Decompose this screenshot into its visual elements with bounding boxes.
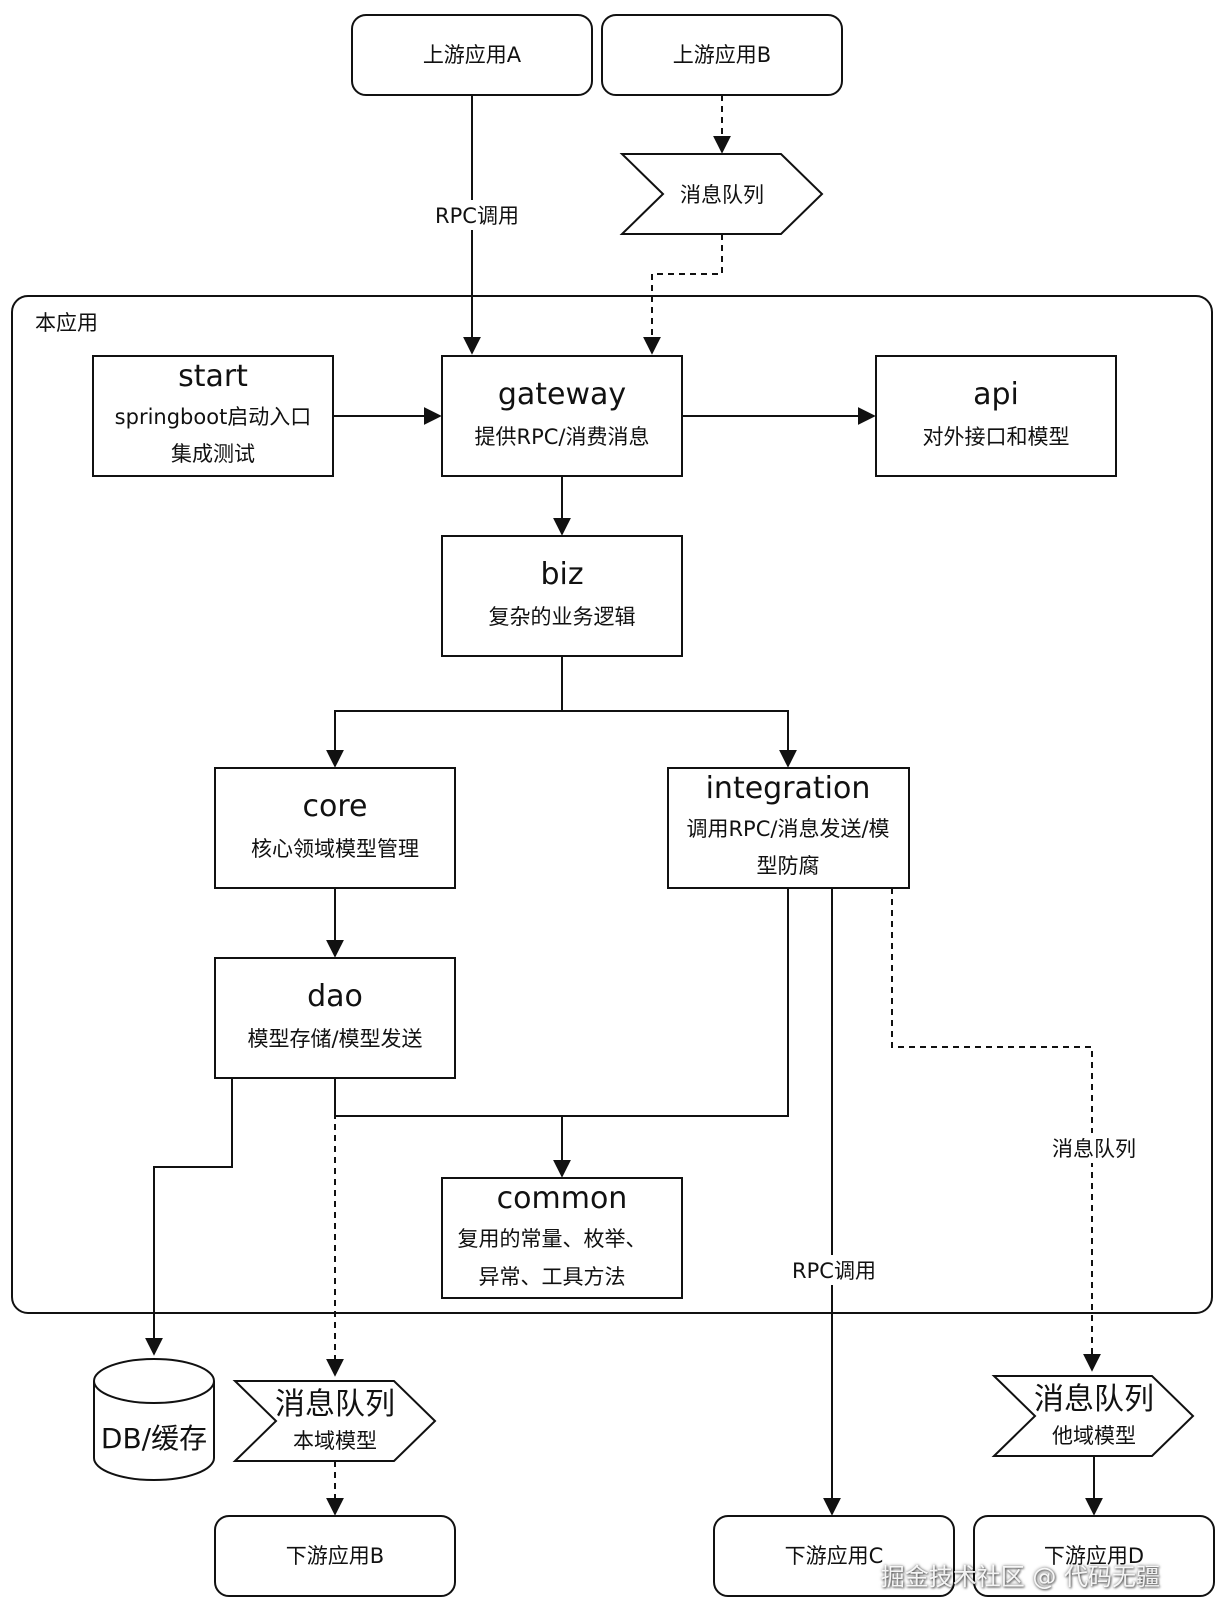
mq-other: 消息队列 他域模型	[991, 1375, 1195, 1457]
edge-label-mq-out: 消息队列	[1052, 1137, 1136, 1161]
upstream-app-a-label: 上游应用A	[423, 43, 522, 67]
module-integration-title: integration	[706, 771, 871, 806]
edge-label-rpc-out: RPC调用	[792, 1259, 876, 1283]
edge-dao-to-common	[334, 1078, 571, 1178]
module-common-line-2: 异常、工具方法	[479, 1265, 626, 1289]
module-common: common 复用的常量、枚举、 异常、工具方法	[441, 1177, 683, 1299]
watermark: 掘金技术社区 @ 代码无疆	[880, 1563, 1160, 1591]
app-container	[11, 295, 1213, 1314]
module-start-line-2: 集成测试	[171, 442, 255, 466]
downstream-app-d-label: 下游应用D	[1044, 1544, 1144, 1568]
downstream-app-d: 下游应用D	[973, 1515, 1215, 1597]
module-start: start springboot启动入口 集成测试	[92, 355, 334, 477]
module-biz-title: biz	[540, 557, 583, 592]
edge-label-rpc-in: RPC调用	[435, 204, 519, 228]
upstream-app-b-label: 上游应用B	[673, 43, 771, 67]
module-api: api 对外接口和模型	[875, 355, 1117, 477]
module-common-title: common	[497, 1181, 628, 1216]
mq-local-title: 消息队列	[275, 1387, 395, 1422]
upstream-app-b: 上游应用B	[601, 14, 843, 96]
upstream-app-a: 上游应用A	[351, 14, 593, 96]
edge-dao-to-db	[145, 1078, 233, 1356]
mq-top-label: 消息队列	[680, 183, 764, 207]
module-biz: biz 复杂的业务逻辑	[441, 535, 683, 657]
module-api-title: api	[973, 377, 1019, 412]
module-gateway: gateway 提供RPC/消费消息	[441, 355, 683, 477]
db-cache-label: DB/缓存	[101, 1422, 207, 1455]
module-gateway-line-1: 提供RPC/消费消息	[475, 425, 650, 449]
module-start-title: start	[178, 359, 248, 394]
downstream-app-c: 下游应用C	[713, 1515, 955, 1597]
module-biz-line-1: 复杂的业务逻辑	[489, 605, 636, 629]
mq-local: 消息队列 本域模型	[232, 1380, 437, 1462]
mq-other-title: 消息队列	[1034, 1382, 1154, 1417]
module-dao: dao 模型存储/模型发送	[214, 957, 456, 1079]
edge-mq-to-gateway	[643, 234, 723, 355]
module-start-line-1: springboot启动入口	[115, 405, 312, 429]
module-dao-line-1: 模型存储/模型发送	[247, 1027, 422, 1051]
module-dao-title: dao	[307, 979, 363, 1014]
edge-biz-to-core	[326, 656, 563, 768]
mq-top: 消息队列	[619, 153, 824, 235]
module-integration: integration 调用RPC/消息发送/模 型防腐	[667, 767, 910, 889]
edge-integration-to-common	[562, 888, 789, 1117]
downstream-app-b-label: 下游应用B	[286, 1544, 384, 1568]
module-core-line-1: 核心领域模型管理	[251, 837, 419, 861]
module-common-line-1: 复用的常量、枚举、	[458, 1227, 647, 1251]
downstream-app-c-label: 下游应用C	[785, 1544, 884, 1568]
mq-other-sub: 他域模型	[1052, 1424, 1136, 1448]
db-cache-cylinder: DB/缓存	[93, 1358, 215, 1481]
downstream-app-b: 下游应用B	[214, 1515, 456, 1597]
container-label: 本应用	[35, 311, 98, 335]
edge-integration-to-mq-other	[891, 888, 1101, 1372]
module-gateway-title: gateway	[498, 377, 626, 412]
module-core-title: core	[303, 789, 368, 824]
module-integration-line-1: 调用RPC/消息发送/模	[686, 817, 889, 841]
edge-biz-to-integration	[562, 710, 797, 768]
module-core: core 核心领域模型管理	[214, 767, 456, 889]
mq-local-sub: 本域模型	[293, 1429, 377, 1453]
module-integration-line-2: 型防腐	[757, 854, 820, 878]
module-api-line-1: 对外接口和模型	[923, 425, 1070, 449]
